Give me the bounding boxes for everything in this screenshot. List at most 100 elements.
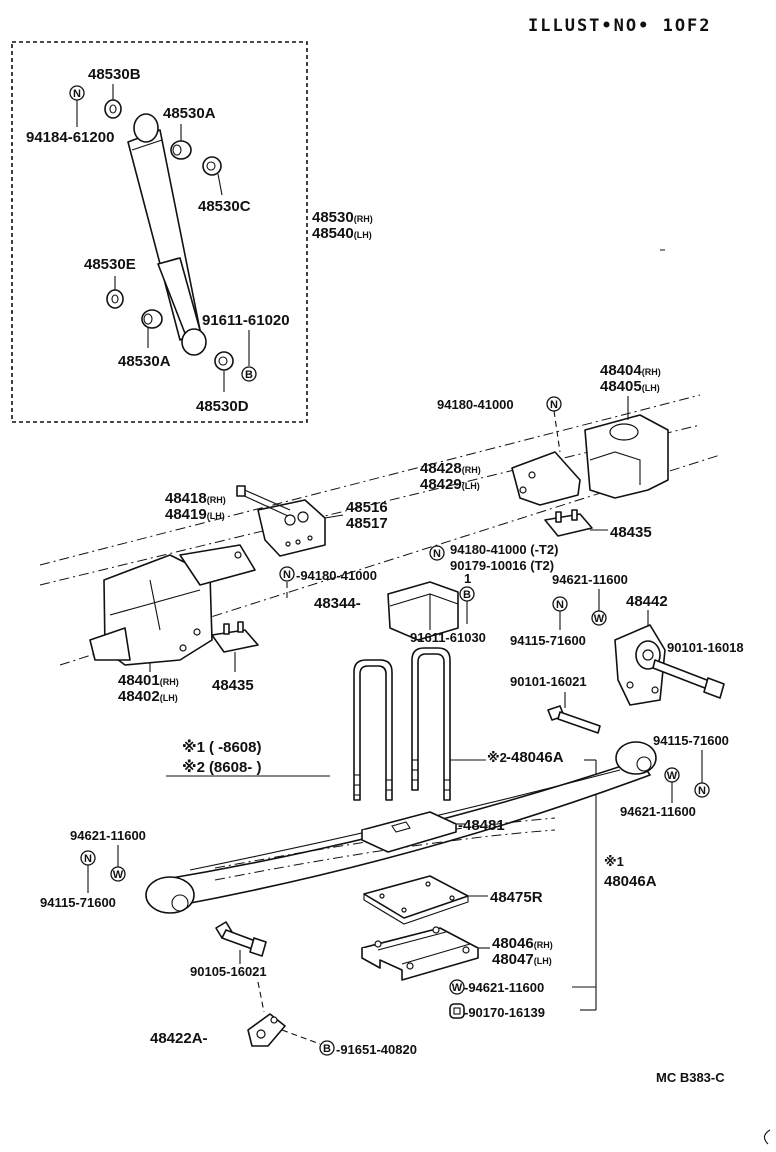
label-94115-71600-c: 94115-71600 [40,895,116,910]
label-48481: -48481 [458,817,505,834]
u-bolt-right [411,647,451,801]
label-48435-left: 48435 [212,677,254,694]
label-90101-16018: 90101-16018 [667,640,744,655]
label-48046-rh: 48046(RH) [492,935,553,952]
label-91651-40820: -91651-40820 [336,1042,417,1057]
label-48419-lh: 48419(LH) [165,506,225,523]
mark-2: ※2 [487,750,507,765]
label-48344: 48344- [314,595,361,612]
label-91611-61030: 91611-61030 [410,630,486,645]
label-94180-41000-t2: 94180-41000 (-T2) [450,542,558,557]
label-48046A-top: -48046A [506,749,564,766]
svg-text:N: N [283,569,291,581]
spring-shackle [614,624,666,706]
label-94621-11600-d: -94621-11600 [464,980,544,995]
svg-text:N: N [556,599,564,611]
label-90101-16021: 90101-16021 [510,674,587,689]
svg-text:N: N [73,88,81,100]
plate-48475R [363,875,469,925]
bushing-48530B [104,99,122,119]
label-48530-rh: 48530(RH) [312,209,373,226]
label-48517: 48517 [346,515,388,532]
label-94180-41000-a: 94180-41000 [437,397,514,412]
label-48435-right: 48435 [610,524,652,541]
svg-text:W: W [113,869,124,881]
label-48516: 48516 [346,499,388,516]
label-48405-lh: 48405(LH) [600,378,660,395]
svg-text:N: N [433,548,441,560]
label-94621-11600-c: 94621-11600 [70,828,146,843]
label-48402-lh: 48402(LH) [118,688,178,705]
svg-text:B: B [245,369,253,381]
label-48530C: 48530C [198,198,251,215]
label-48540-lh: 48540(LH) [312,225,372,242]
label-48530B: 48530B [88,66,141,83]
svg-text:N: N [698,785,706,797]
n-symbol: N [69,85,85,101]
label-48401-rh: 48401(RH) [118,672,179,689]
diagram-code: MC B383-C [656,1070,725,1085]
bushing-48530C [202,156,222,176]
n-symbol: N [552,596,568,612]
rear-hanger-bracket [584,414,669,499]
label-48046A-bottom: 48046A [604,873,657,890]
w-symbol: W [591,610,607,626]
bracket-48422A [247,1013,286,1047]
bushing-48530E [106,289,124,309]
mark-1: 1 [464,571,471,586]
shock-absorber-group-box [11,41,308,423]
svg-text:W: W [452,982,463,994]
n-symbol: N [80,850,96,866]
svg-text:W: W [594,613,605,625]
label-48475R: 48475R [490,889,543,906]
label-94621-11600-b: 94621-11600 [620,804,696,819]
svg-text:B: B [323,1043,331,1055]
nut-symbol [449,1003,465,1019]
b-symbol: B [319,1040,335,1056]
n-symbol: N [279,566,295,582]
label-48418-rh: 48418(RH) [165,490,226,507]
front-hanger-bracket [89,544,256,666]
n-symbol: N [694,782,710,798]
label-94180-41000-b: -94180-41000 [296,568,377,583]
label-94115-71600-b: 94115-71600 [653,733,729,748]
bump-stopper-right [544,509,593,537]
b-symbol: B [459,586,475,602]
spring-seat-48481 [361,811,457,853]
label-90105-16021: 90105-16021 [190,964,267,979]
bolt-90101-16021 [547,705,601,734]
label-48442: 48442 [626,593,668,610]
label-94184-61200: 94184-61200 [26,129,114,146]
w-symbol: W [110,866,126,882]
n-symbol: N [546,396,562,412]
label-90179-10016: 90179-10016 (T2) [450,558,554,573]
bump-stopper-left [211,621,259,653]
label-48530E: 48530E [84,256,136,273]
svg-text:W: W [667,770,678,782]
bump-stopper-48344 [387,581,459,641]
label-48422A: 48422A- [150,1030,208,1047]
label-94115-71600-a: 94115-71600 [510,633,586,648]
label-48047-lh: 48047(LH) [492,951,552,968]
label-48530D: 48530D [196,398,249,415]
label-90170-16139: -90170-16139 [464,1005,545,1020]
legend-2: ※2(8608- ) [182,758,261,776]
label-94621-11600-a: 94621-11600 [552,572,628,587]
n-symbol: N [429,545,445,561]
label-48530A-bottom: 48530A [118,353,171,370]
label-91611-61020: 91611-61020 [202,312,290,329]
bushing-48530D [214,351,234,371]
svg-text:N: N [84,853,92,865]
w-symbol: W [449,979,465,995]
bolt-90101-16018 [652,659,725,699]
label-48429-lh: 48429(LH) [420,476,480,493]
svg-text:B: B [463,589,471,601]
u-bolt-left [353,659,393,801]
label-48428-rh: 48428(RH) [420,460,481,477]
page-corner-mark [763,1129,771,1145]
legend-1: ※1( -8608) [182,738,261,756]
bushing-48530A-top [170,140,192,160]
bushing-48530A-bottom [141,309,163,329]
w-symbol: W [664,767,680,783]
